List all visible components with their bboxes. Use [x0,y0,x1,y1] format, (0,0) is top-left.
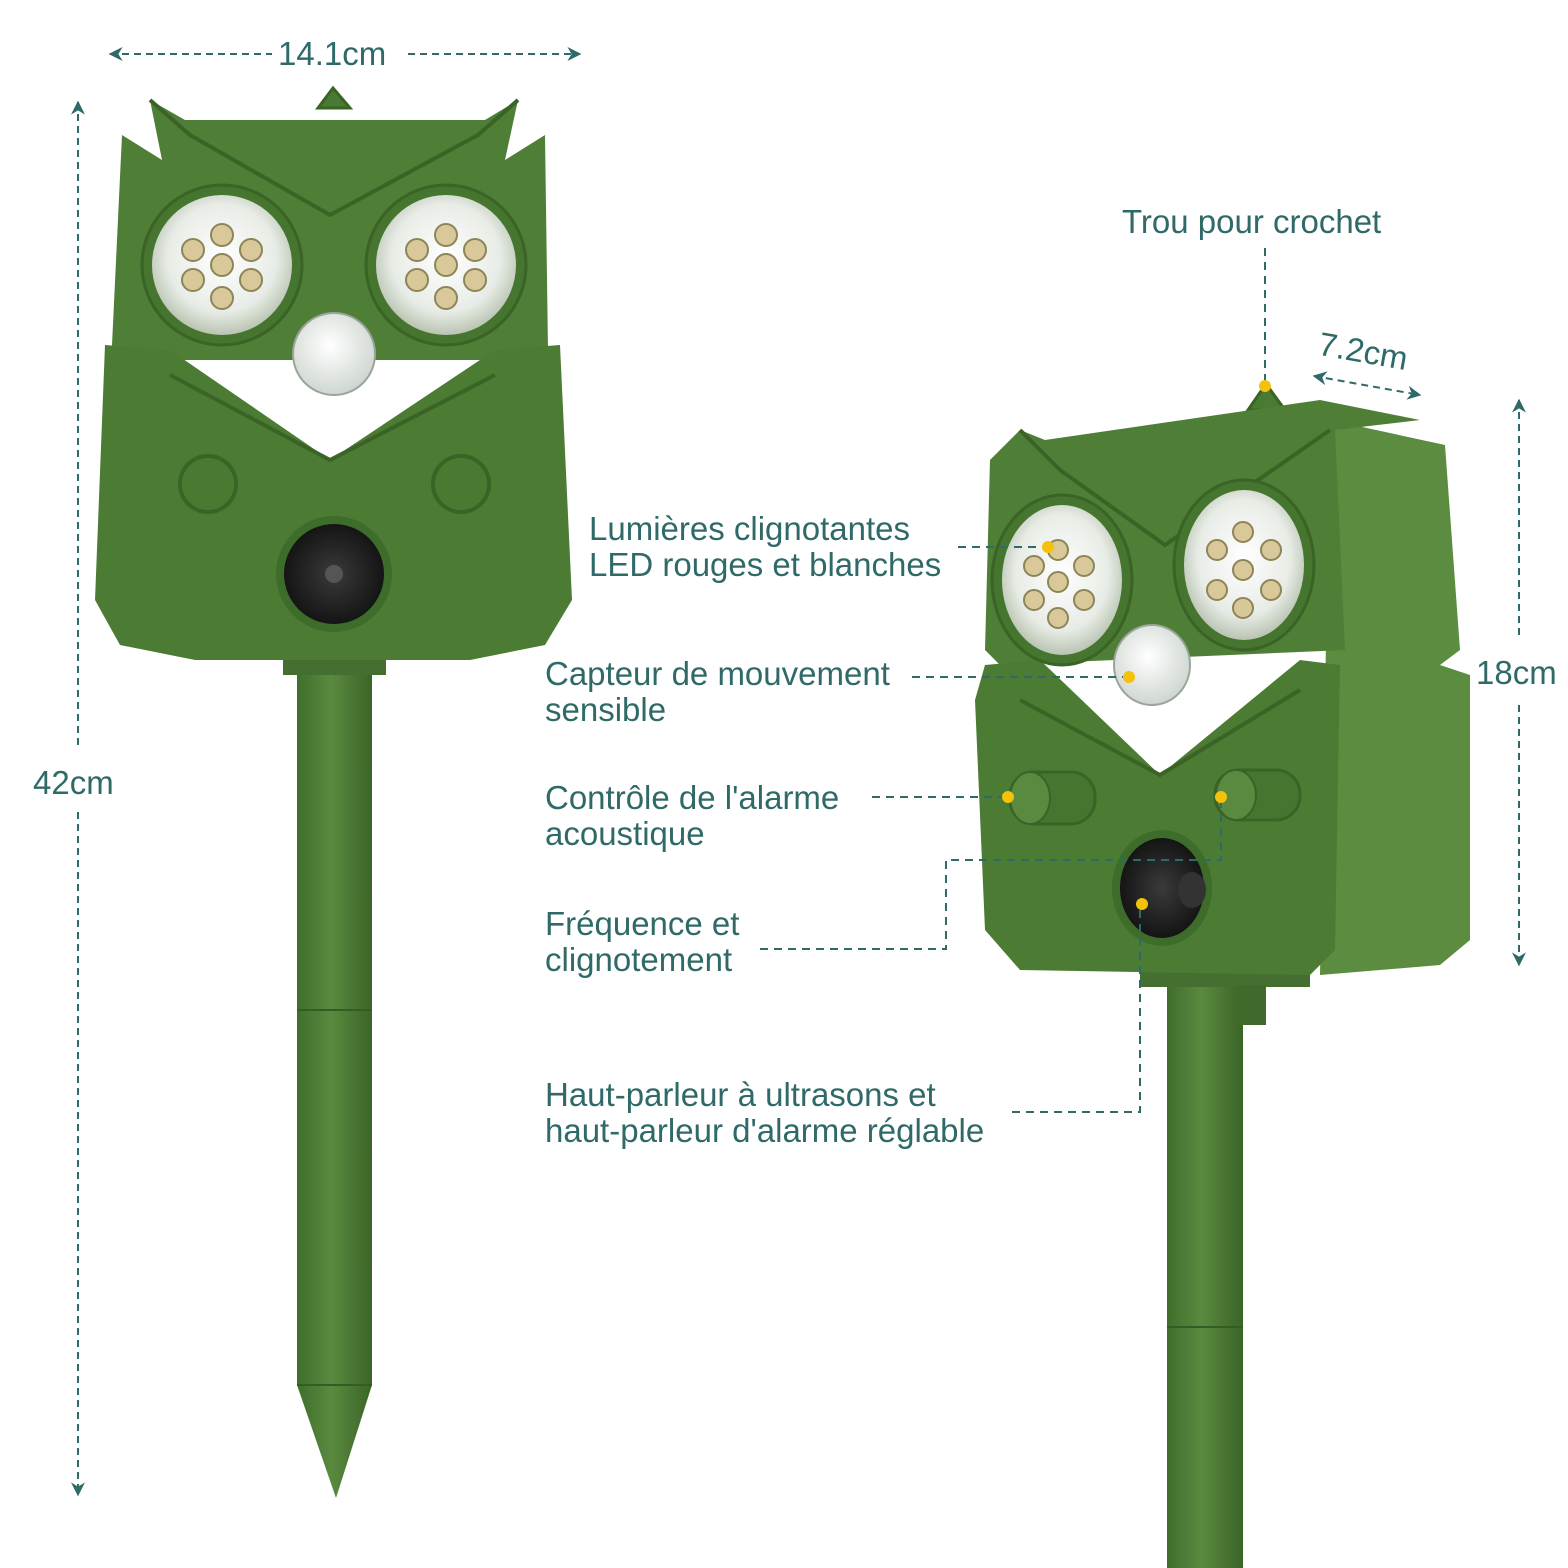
callout-speaker: Haut-parleur à ultrasons et haut-parleur… [545,1077,984,1149]
callout-speaker-line1: Haut-parleur à ultrasons et [545,1076,936,1113]
callout-sensor-line2: sensible [545,691,667,728]
callout-freq-line1: Fréquence et [545,905,740,942]
callout-leaders [760,248,1266,1113]
dimension-lines [71,47,1526,1497]
side-owl-flank [1320,420,1470,975]
front-motion-sensor [292,312,376,396]
side-stake [1167,980,1243,1568]
body-height-dimension-label: 18cm [1476,654,1557,691]
callout-control-line1: Contrôle de l'alarme [545,779,840,816]
callout-led-line2: LED rouges et blanches [589,546,942,583]
callout-alarm-control: Contrôle de l'alarme acoustique [545,780,839,852]
callout-led-lights: Lumières clignotantes LED rouges et blan… [589,511,941,583]
side-motion-sensor [1113,624,1191,706]
front-owl-body [95,345,572,660]
side-owl-body [975,660,1340,975]
callout-frequency: Fréquence et clignotement [545,906,739,978]
callout-led-line1: Lumières clignotantes [589,510,911,547]
callout-motion-sensor: Capteur de mouvement sensible [545,656,890,728]
callout-speaker-line2: haut-parleur d'alarme réglable [545,1112,985,1149]
side-view-device [975,381,1470,1568]
callout-freq-line2: clignotement [545,941,733,978]
width-dimension-label: 14.1cm [278,35,387,72]
height-dimension-label: 42cm [33,764,114,801]
callout-control-line2: acoustique [545,815,705,852]
callout-markers [1002,380,1271,910]
front-knob-right [431,454,491,514]
callout-hook-hole: Trou pour crochet [1122,203,1382,240]
front-view-device [95,85,572,1498]
front-knob-left [178,454,238,514]
callout-sensor-line1: Capteur de mouvement [545,655,890,692]
front-stake [297,675,372,1498]
